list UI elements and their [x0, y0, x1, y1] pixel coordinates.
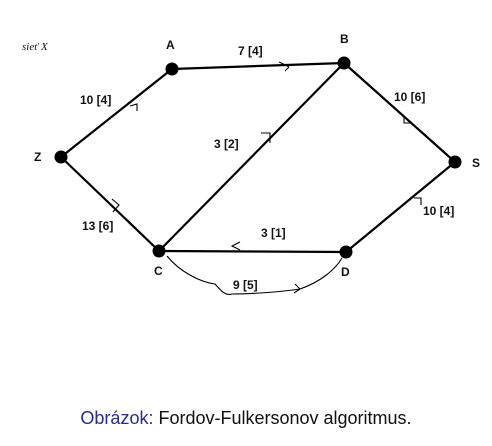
edge-label-A-B: 7 [4]	[238, 44, 263, 58]
node-S	[448, 155, 462, 169]
edge-D-S	[345, 161, 456, 253]
caption-text: Fordov-Fulkersonov algoritmus.	[158, 408, 412, 428]
node-label-Z: Z	[34, 150, 41, 164]
edge-label-D-C: 3 [1]	[261, 226, 286, 240]
node-label-C: C	[154, 264, 163, 278]
edge-C-D-curve	[166, 255, 343, 296]
edge-label-C-D-curve: 9 [5]	[233, 278, 258, 292]
node-D	[339, 245, 353, 259]
arrow-D-C-icon	[230, 241, 241, 251]
figure-caption: Obrázok: Fordov-Fulkersonov algoritmus.	[0, 408, 492, 429]
edge-label-B-S: 10 [6]	[394, 90, 425, 104]
edge-C-B	[158, 62, 345, 252]
node-label-B: B	[340, 32, 349, 46]
edge-label-Z-A: 10 [4]	[80, 93, 111, 107]
node-Z	[54, 150, 68, 164]
arrow-Z-C-icon	[111, 198, 120, 213]
arrow-C-B-icon	[261, 132, 271, 143]
edge-label-D-S: 10 [4]	[423, 204, 454, 218]
caption-label: Obrázok:	[80, 408, 154, 428]
edge-label-Z-C: 13 [6]	[82, 219, 113, 233]
edge-Z-C	[60, 156, 160, 252]
node-label-D: D	[341, 265, 350, 279]
arrow-Z-A-icon	[129, 103, 138, 111]
network-label: sieť X	[22, 41, 49, 53]
arrow-D-S-icon	[414, 197, 422, 205]
edge-B-S	[343, 62, 456, 163]
edge-C-D	[158, 249, 347, 254]
edge-A-B	[171, 61, 345, 71]
arrow-C-D-curve-icon	[293, 283, 301, 294]
node-B	[337, 56, 351, 70]
node-label-S: S	[472, 156, 480, 170]
arrow-B-S-icon	[403, 117, 411, 124]
node-label-A: A	[166, 38, 175, 52]
node-C	[152, 244, 166, 258]
edge-Z-A	[60, 68, 173, 158]
edge-label-C-B: 3 [2]	[214, 137, 239, 151]
arrow-A-B-icon	[278, 61, 290, 72]
node-A	[165, 62, 179, 76]
